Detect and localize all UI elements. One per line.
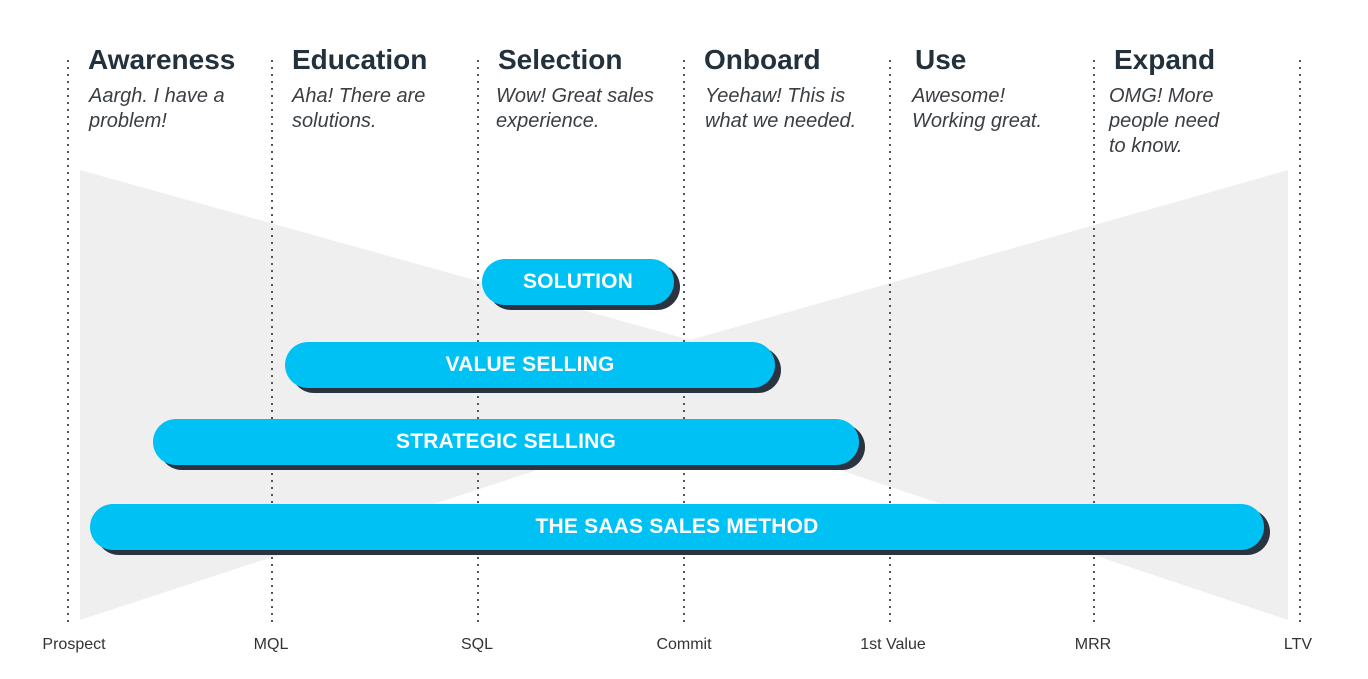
stage-title-selection: Selection: [498, 44, 623, 75]
milestone-sql: SQL: [460, 636, 494, 653]
method-label: THE SAAS SALES METHOD: [535, 515, 819, 538]
method-label: SOLUTION: [522, 270, 634, 293]
milestone-commit: Commit: [656, 636, 712, 653]
method-pill-value-selling: VALUE SELLING: [285, 342, 775, 388]
method-pill-saas-sales-method: THE SAAS SALES METHOD: [90, 504, 1264, 550]
milestone-1st-value: 1st Value: [860, 636, 926, 653]
milestone-ltv: LTV: [1283, 636, 1313, 653]
stage-title-education: Education: [292, 44, 428, 75]
stage-quote-selection: Wow! Great sales experience.: [496, 85, 654, 132]
method-pill-strategic-selling: STRATEGIC SELLING: [153, 419, 859, 465]
stage-title-onboard: Onboard: [704, 44, 821, 75]
milestone-prospect: Prospect: [42, 636, 106, 653]
stage-title-awareness: Awareness: [88, 44, 236, 75]
stage-quote-education: Aha! There are solutions.: [292, 85, 426, 132]
stage-quote-use: Awesome! Working great.: [912, 85, 1043, 132]
stage-title-use: Use: [915, 44, 967, 75]
stage-quote-awareness: Aargh. I have a problem!: [89, 85, 225, 132]
milestone-mql: MQL: [253, 636, 289, 653]
method-pill-solution: SOLUTION: [482, 259, 674, 305]
milestone-mrr: MRR: [1074, 636, 1112, 653]
method-label: VALUE SELLING: [445, 353, 615, 376]
funnel-right-shape: [690, 170, 1288, 620]
funnel-left-shape: [80, 170, 690, 620]
stage-quote-onboard: Yeehaw! This is what we needed.: [705, 85, 857, 132]
stage-quote-expand: OMG! More people need to know.: [1109, 85, 1220, 157]
method-label: STRATEGIC SELLING: [395, 430, 616, 453]
stage-title-expand: Expand: [1114, 44, 1216, 75]
